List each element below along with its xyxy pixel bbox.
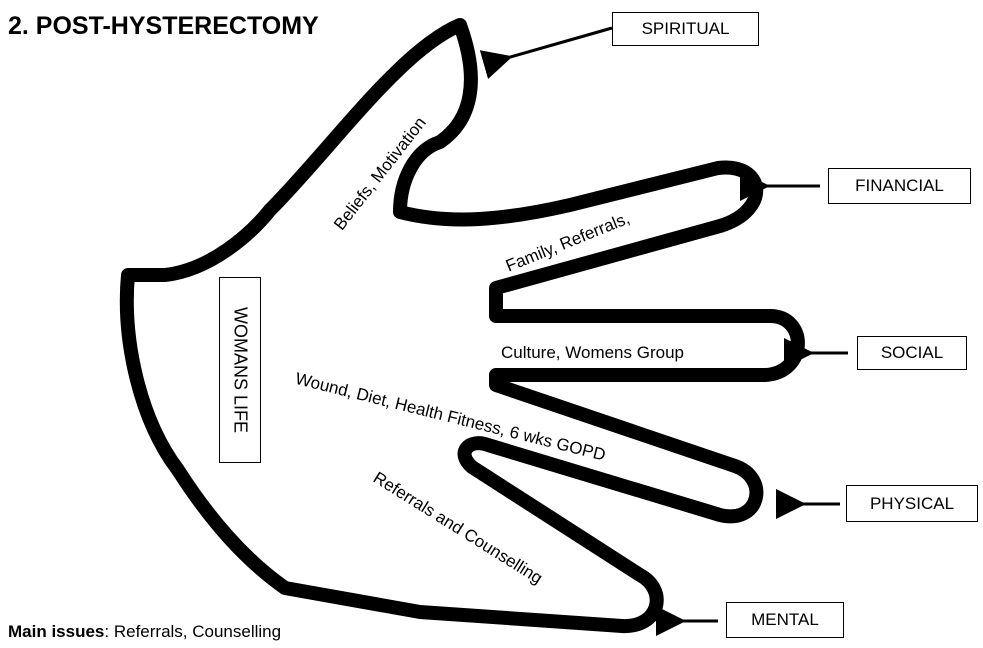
category-spiritual: SPIRITUAL (612, 12, 759, 46)
category-financial: FINANCIAL (828, 168, 971, 204)
page-title: 2. POST-HYSTERECTOMY (8, 12, 319, 40)
main-issues-note: Main issues: Referrals, Counselling (8, 622, 281, 642)
hand-shape (119, 18, 805, 633)
main-issues-separator: : (104, 622, 110, 641)
arrow-spiritual (479, 26, 613, 80)
middle-label: Culture, Womens Group (501, 343, 684, 362)
center-label: WOMANS LIFE (230, 306, 251, 434)
center-label-box: WOMANS LIFE (219, 277, 261, 463)
category-social: SOCIAL (857, 336, 967, 370)
category-mental: MENTAL (726, 602, 844, 638)
main-issues-text: Referrals, Counselling (109, 622, 282, 641)
category-physical: PHYSICAL (846, 485, 978, 522)
main-issues-label: Main issues (8, 622, 105, 641)
